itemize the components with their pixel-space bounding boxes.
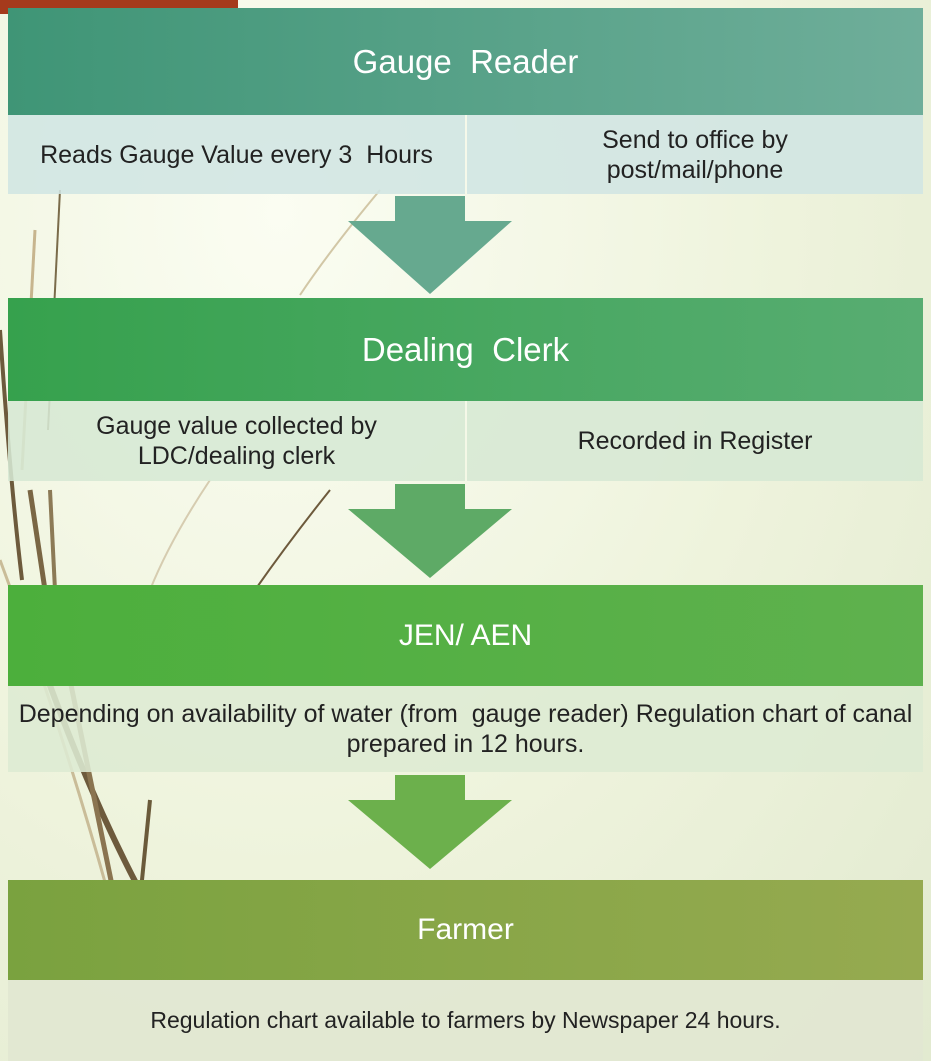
dealing-clerk-collect-text: Gauge value collected by LDC/dealing cle… — [96, 412, 377, 470]
down-arrow-icon — [348, 196, 512, 294]
jen-aen-header: JEN/ AEN — [8, 585, 923, 686]
down-arrow-icon — [348, 775, 512, 869]
farmer-title: Farmer — [417, 913, 514, 946]
dealing-clerk-left-cell: Gauge value collected by LDC/dealing cle… — [8, 401, 465, 481]
gauge-reader-header: Gauge Reader — [8, 8, 923, 115]
gauge-reader-right-cell: Send to office by post/mail/phone — [467, 115, 923, 194]
jen-aen-text: Depending on availability of water (from… — [18, 700, 927, 758]
dealing-clerk-right-cell: Recorded in Register — [467, 401, 923, 481]
farmer-text: Regulation chart available to farmers by… — [150, 1006, 781, 1033]
dealing-clerk-title: Dealing Clerk — [361, 330, 570, 368]
gauge-reader-left-cell: Reads Gauge Value every 3 Hours — [8, 115, 465, 194]
farmer-header: Farmer — [8, 880, 923, 980]
dealing-clerk-record-text: Recorded in Register — [577, 427, 813, 455]
gauge-reader-send-text: Send to office by post/mail/phone — [602, 125, 788, 184]
farmer-cell: Regulation chart available to farmers by… — [8, 980, 923, 1061]
down-arrow-icon — [348, 484, 512, 578]
jen-aen-cell: Depending on availability of water (from… — [8, 686, 923, 772]
gauge-reader-title: Gauge Reader — [352, 42, 579, 80]
dealing-clerk-header: Dealing Clerk — [8, 298, 923, 401]
gauge-reader-read-text: Reads Gauge Value every 3 Hours — [40, 140, 433, 169]
jen-aen-title: JEN/ AEN — [398, 618, 533, 652]
